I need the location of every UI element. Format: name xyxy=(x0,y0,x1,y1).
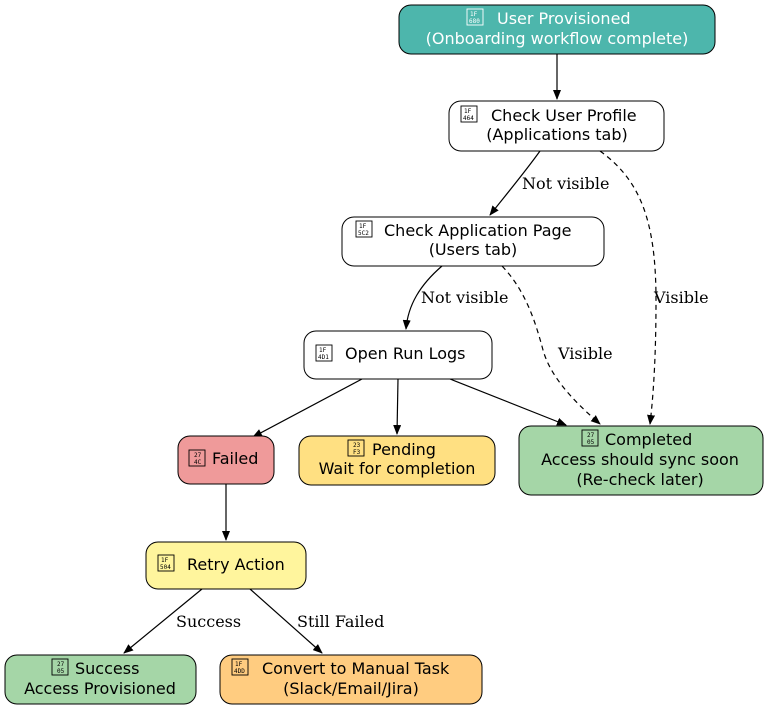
check-mark-icon: 27 05 xyxy=(581,429,599,447)
node-user-provisioned-subtitle: (Onboarding workflow complete) xyxy=(426,29,689,48)
node-pending-subtitle: Wait for completion xyxy=(319,459,476,478)
node-retry-action: 1F 504 Retry Action xyxy=(145,541,307,590)
svg-text:27: 27 xyxy=(194,452,202,459)
edge-label-success: Success xyxy=(176,612,241,631)
svg-text:05: 05 xyxy=(587,439,595,446)
node-check-application-page-subtitle: (Users tab) xyxy=(429,240,518,259)
svg-text:1F: 1F xyxy=(464,108,472,115)
node-open-run-logs-box xyxy=(303,330,493,380)
edge-profile-to-apppage xyxy=(489,150,541,216)
node-failed-box xyxy=(177,435,275,485)
svg-text:464: 464 xyxy=(463,115,474,122)
node-completed-box xyxy=(518,425,764,496)
svg-text:4D1: 4D1 xyxy=(318,354,329,361)
svg-text:F3: F3 xyxy=(353,449,361,456)
svg-text:1F: 1F xyxy=(235,661,243,668)
edge-runlogs-to-failed xyxy=(252,378,363,438)
node-check-user-profile: 1F 464 Check User Profile (Applications … xyxy=(448,100,665,152)
svg-text:4DD: 4DD xyxy=(234,668,245,675)
node-convert-manual-task-subtitle: (Slack/Email/Jira) xyxy=(283,679,419,698)
node-retry-action-title: Retry Action xyxy=(187,555,285,574)
edge-label-not-visible-1: Not visible xyxy=(522,174,609,193)
svg-text:1F: 1F xyxy=(359,223,367,230)
edge-apppage-to-completed xyxy=(501,265,601,425)
svg-text:680: 680 xyxy=(469,18,480,25)
svg-text:05: 05 xyxy=(57,668,65,675)
edge-label-not-visible-2: Not visible xyxy=(421,288,508,307)
edge-runlogs-to-pending xyxy=(393,378,402,435)
svg-text:504: 504 xyxy=(160,564,171,571)
node-check-application-page-title: Check Application Page xyxy=(384,221,572,240)
node-open-run-logs: 1F 4D1 Open Run Logs xyxy=(303,330,493,380)
svg-text:27: 27 xyxy=(57,661,65,668)
edge-profile-to-completed xyxy=(599,150,657,425)
svg-text:1F: 1F xyxy=(161,557,169,564)
node-user-provisioned-title: User Provisioned xyxy=(497,9,631,28)
edge-runlogs-to-completed xyxy=(449,378,567,426)
edge-labels: Not visible Visible Not visible Visible … xyxy=(176,174,709,631)
edge-label-visible-1: Visible xyxy=(653,288,709,307)
svg-text:1F: 1F xyxy=(319,347,327,354)
node-convert-manual-task-title: Convert to Manual Task xyxy=(262,659,450,678)
node-completed-subtitle: Access should sync soon xyxy=(541,450,739,469)
svg-text:5C2: 5C2 xyxy=(358,230,369,237)
node-convert-manual-task-box xyxy=(219,654,483,705)
node-user-provisioned: 1F 680 User Provisioned (Onboarding work… xyxy=(398,4,716,55)
node-success-box xyxy=(4,654,197,705)
edges xyxy=(123,54,657,654)
check-mark-icon: 27 05 xyxy=(51,658,69,676)
node-retry-action-box xyxy=(145,541,307,590)
edge-apppage-to-runlogs xyxy=(402,265,443,330)
svg-text:4C: 4C xyxy=(194,459,202,466)
user-silhouette-icon: 1F 464 xyxy=(460,105,478,123)
node-pending: 23 F3 Pending Wait for completion xyxy=(298,435,496,486)
node-user-provisioned-box xyxy=(398,4,716,55)
edge-retry-to-manual xyxy=(249,588,323,654)
node-check-user-profile-title: Check User Profile xyxy=(491,106,637,125)
svg-text:27: 27 xyxy=(587,432,595,439)
node-check-application-page-box xyxy=(341,216,605,267)
edge-label-visible-2: Visible xyxy=(557,344,613,363)
node-check-user-profile-subtitle: (Applications tab) xyxy=(486,125,628,144)
memo-icon: 1F 4DD xyxy=(231,658,249,676)
node-completed-title: Completed xyxy=(605,430,692,449)
svg-text:23: 23 xyxy=(353,442,361,449)
svg-text:1F: 1F xyxy=(470,11,478,18)
hourglass-icon: 23 F3 xyxy=(347,439,365,457)
node-completed-note: (Re-check later) xyxy=(576,470,703,489)
node-failed: 27 4C Failed xyxy=(177,435,275,485)
node-success-title: Success xyxy=(75,659,139,678)
node-failed-title: Failed xyxy=(212,449,258,468)
rocket-icon: 1F 680 xyxy=(466,8,484,26)
node-check-user-profile-box xyxy=(448,100,665,152)
cross-mark-icon: 27 4C xyxy=(188,449,206,467)
node-success: 27 05 Success Access Provisioned xyxy=(4,654,197,705)
ledger-icon: 1F 4D1 xyxy=(315,344,333,362)
node-pending-title: Pending xyxy=(372,440,436,459)
node-success-subtitle: Access Provisioned xyxy=(24,679,176,698)
card-index-icon: 1F 5C2 xyxy=(355,220,373,238)
repeat-arrows-icon: 1F 504 xyxy=(157,554,175,572)
edge-label-still-failed: Still Failed xyxy=(297,612,384,631)
node-check-application-page: 1F 5C2 Check Application Page (Users tab… xyxy=(341,216,605,267)
node-completed: 27 05 Completed Access should sync soon … xyxy=(518,425,764,496)
node-convert-manual-task: 1F 4DD Convert to Manual Task (Slack/Ema… xyxy=(219,654,483,705)
edge-retry-to-success xyxy=(123,588,203,654)
node-open-run-logs-title: Open Run Logs xyxy=(345,344,466,363)
